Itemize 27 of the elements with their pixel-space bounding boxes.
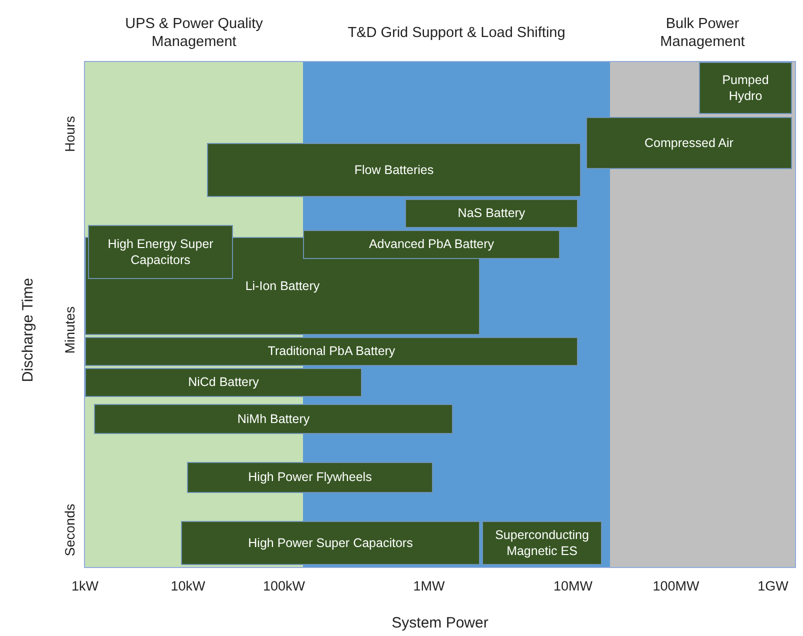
technology-bar: High Power Flywheels bbox=[187, 462, 433, 493]
region-heading: Bulk Power Management bbox=[659, 14, 746, 52]
technology-bar: NiMh Battery bbox=[94, 404, 453, 434]
axis-tick-label: 100MW bbox=[652, 578, 700, 594]
technology-bar: Superconducting Magnetic ES bbox=[482, 521, 602, 565]
technology-bar: Flow Batteries bbox=[207, 143, 581, 197]
region-heading: UPS & Power Quality Management bbox=[124, 14, 264, 52]
axis-tick-label: 1MW bbox=[413, 578, 445, 594]
technology-bar: NiCd Battery bbox=[85, 368, 362, 397]
axis-title: Discharge Time bbox=[20, 278, 36, 382]
axis-tick-label: Hours bbox=[62, 116, 78, 152]
technology-bar: High Power Super Capacitors bbox=[181, 521, 480, 565]
axis-tick-label: 10MW bbox=[554, 578, 592, 594]
technology-bar: Traditional PbA Battery bbox=[85, 337, 578, 366]
technology-bar: High Energy Super Capacitors bbox=[88, 225, 233, 279]
technology-bar: Compressed Air bbox=[586, 117, 792, 169]
technology-bar: Pumped Hydro bbox=[699, 62, 792, 114]
axis-tick-label: 100kW bbox=[262, 578, 306, 594]
axis-tick-label: 1kW bbox=[72, 578, 98, 594]
axis-tick-label: 1GW bbox=[758, 578, 788, 594]
axis-tick-label: Minutes bbox=[62, 306, 78, 354]
technology-bar: NaS Battery bbox=[405, 199, 578, 228]
technology-bar: Advanced PbA Battery bbox=[303, 230, 560, 259]
axis-tick-label: 10kW bbox=[170, 578, 206, 594]
axis-title: System Power bbox=[392, 614, 488, 632]
region-heading: T&D Grid Support & Load Shifting bbox=[346, 24, 566, 43]
axis-tick-label: Seconds bbox=[62, 504, 78, 556]
